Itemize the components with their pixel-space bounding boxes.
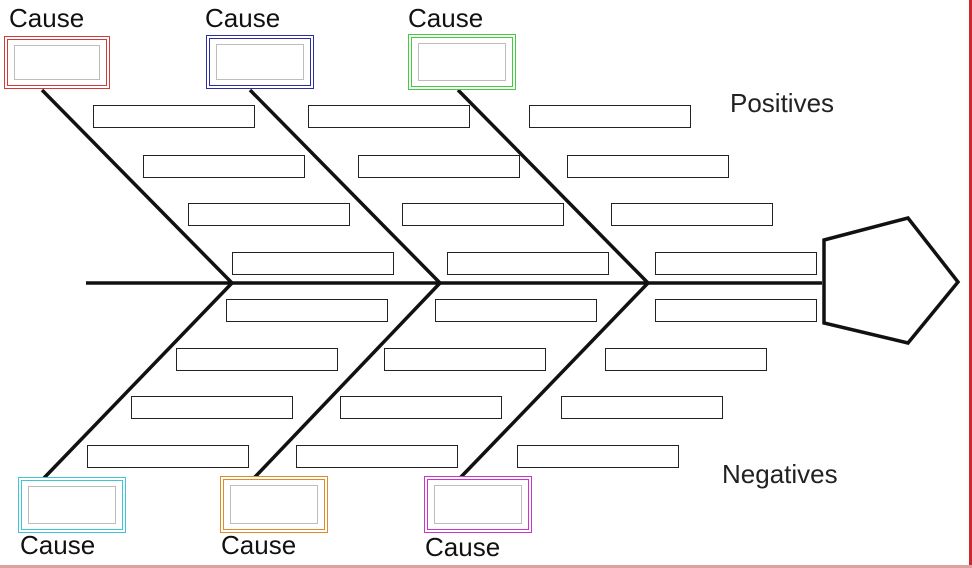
entry-slot[interactable]	[340, 396, 502, 419]
cause-box-bottom-3[interactable]	[424, 476, 532, 533]
cause-label-top-1: Cause	[9, 3, 85, 33]
cause-box-top-1[interactable]	[4, 36, 110, 89]
cause-label-top-2: Cause	[205, 3, 281, 33]
effect-head-pentagon	[822, 216, 961, 345]
bone-bottom-2	[252, 281, 442, 480]
bone-bottom-1	[42, 281, 234, 480]
entry-slot[interactable]	[655, 252, 817, 275]
cause-label-bottom-1: Cause	[20, 530, 96, 560]
cause-box-top-2[interactable]	[206, 35, 314, 89]
entry-slot[interactable]	[188, 203, 350, 226]
cause-box-top-3[interactable]	[408, 34, 516, 90]
frame-edge-bottom	[0, 565, 972, 568]
entry-slot[interactable]	[232, 252, 394, 275]
positives-label: Positives	[730, 88, 835, 118]
entry-slot[interactable]	[131, 396, 293, 419]
entry-slot[interactable]	[447, 252, 609, 275]
entry-slot[interactable]	[226, 299, 388, 322]
entry-slot[interactable]	[296, 445, 458, 468]
bone-top-2	[248, 88, 442, 285]
entry-slot[interactable]	[143, 155, 305, 178]
cause-label-bottom-3: Cause	[425, 532, 501, 562]
cause-label-top-3: Cause	[408, 3, 484, 33]
entry-slot[interactable]	[402, 203, 564, 226]
negatives-label: Negatives	[722, 459, 838, 489]
bone-bottom-3	[458, 281, 650, 480]
cause-box-bottom-1[interactable]	[18, 477, 126, 533]
bone-top-1	[40, 88, 234, 285]
entry-slot[interactable]	[93, 105, 255, 128]
entry-slot[interactable]	[308, 105, 470, 128]
cause-box-bottom-2[interactable]	[220, 476, 328, 533]
entry-slot[interactable]	[561, 396, 723, 419]
entry-slot[interactable]	[517, 445, 679, 468]
entry-slot[interactable]	[87, 445, 249, 468]
cause-label-bottom-2: Cause	[221, 530, 297, 560]
entry-slot[interactable]	[358, 155, 520, 178]
entry-slot[interactable]	[655, 299, 817, 322]
entry-slot[interactable]	[529, 105, 691, 128]
entry-slot[interactable]	[611, 203, 773, 226]
entry-slot[interactable]	[176, 348, 338, 371]
entry-slot[interactable]	[435, 299, 597, 322]
entry-slot[interactable]	[384, 348, 546, 371]
entry-slot[interactable]	[605, 348, 767, 371]
entry-slot[interactable]	[567, 155, 729, 178]
frame-edge-right	[969, 0, 972, 568]
bone-top-3	[456, 88, 650, 285]
